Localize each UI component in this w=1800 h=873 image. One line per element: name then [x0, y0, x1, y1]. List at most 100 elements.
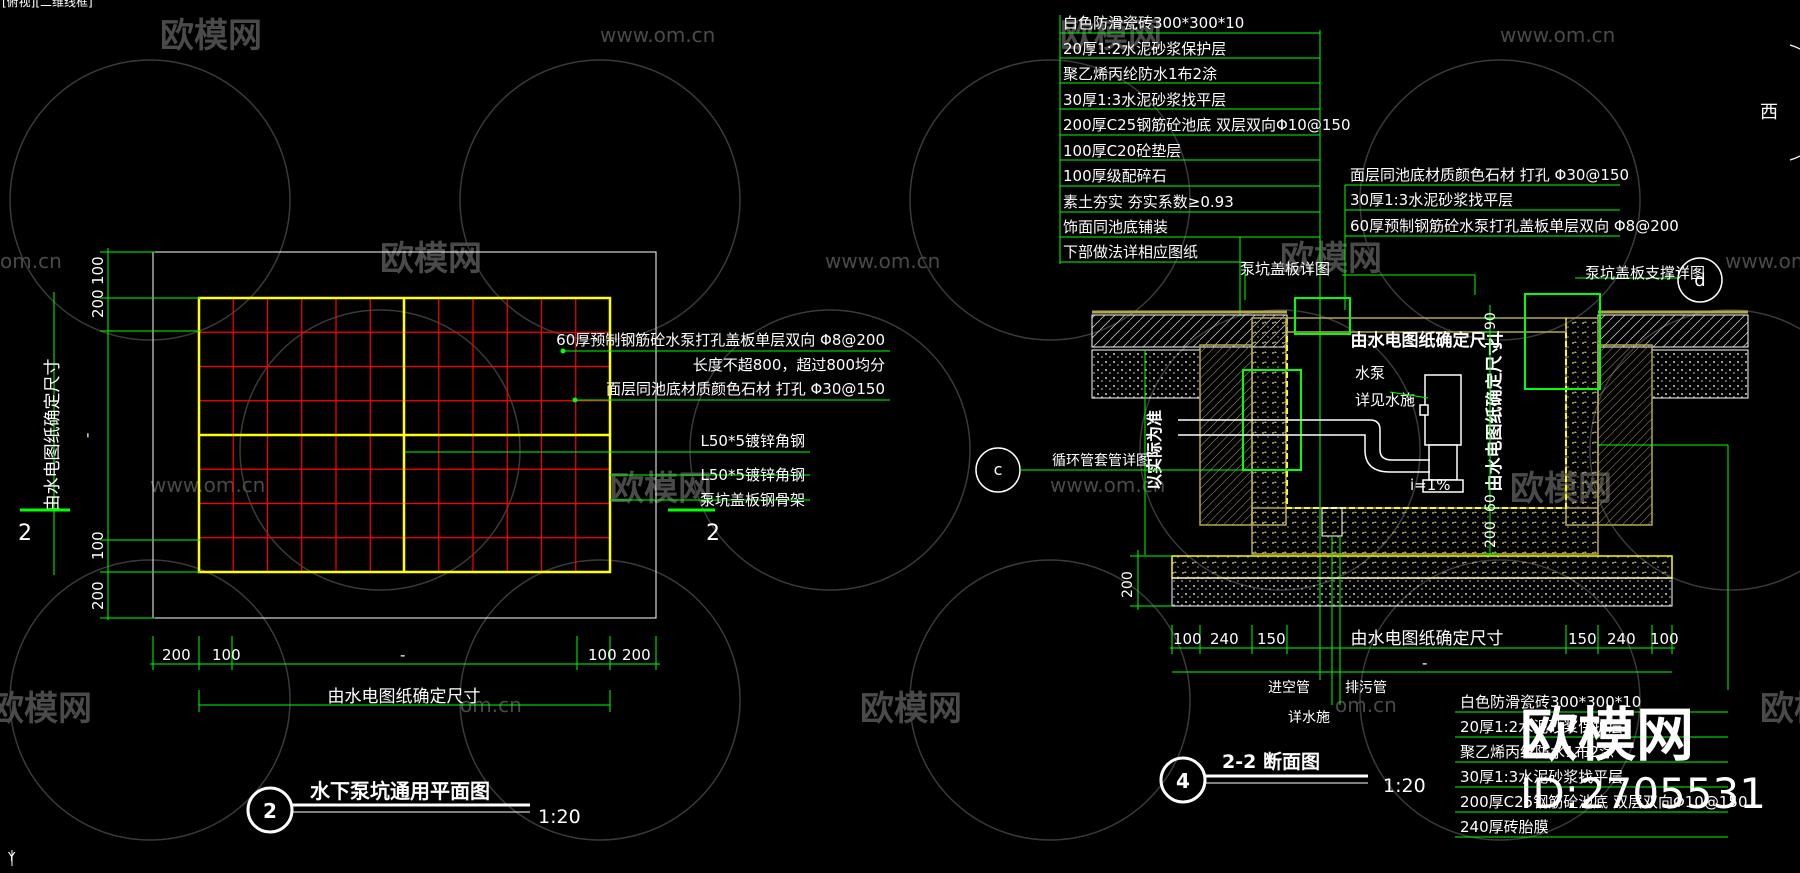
section-mark-left-label: 2	[18, 521, 32, 546]
section-detail-boxes	[1242, 293, 1601, 471]
section-left-layer-1: 白色防滑瓷砖300*300*10	[1063, 14, 1244, 32]
section-dim-bottom-6: 240	[1607, 630, 1636, 648]
watermark-circles	[9, 59, 1800, 841]
watermark-url: www.om.cn	[1050, 473, 1165, 497]
plan-title: 水下泵坑通用平面图	[310, 779, 490, 803]
section-title-circle	[1159, 756, 1207, 804]
section-dim-bottom-1: 100	[1173, 630, 1202, 648]
plan-dim-bottom-5: 200	[622, 646, 651, 664]
pipe-note-air: 进空管	[1268, 680, 1310, 696]
section-title-number: 4	[1176, 769, 1190, 793]
section-left-layer-2: 20厚1:2水泥砂浆保护层	[1063, 40, 1226, 58]
section-left-layer-5: 200厚C25钢筋砼池底 双层双向Φ10@150	[1063, 116, 1350, 134]
plan-dim-bottom-2: 100	[212, 646, 241, 664]
plan-dim-left-4: 200	[89, 581, 107, 610]
watermark-logo: 欧模网	[860, 689, 962, 729]
pipe-note: 循环管套管详图	[1052, 453, 1150, 469]
watermark-url: www.om.cn	[600, 23, 715, 47]
plan-angle-frame	[197, 296, 612, 574]
section-left-vertical: 以实际为准	[1145, 410, 1164, 490]
watermark-url: om.cn	[0, 249, 62, 273]
compass-icon	[1789, 44, 1800, 161]
section-inner-right: 由水电图纸确定尺寸	[1484, 339, 1505, 492]
section-base-layers	[1171, 555, 1673, 607]
watermark-logos: 欧模网 欧模网 欧模网 欧模网 欧模网 欧模网 欧模网 欧模网 欧模网	[0, 16, 1800, 729]
plan-leader-2: 长度不超800，超过800均分	[693, 356, 885, 374]
plan-title-number: 2	[263, 799, 277, 823]
section-dim-bottom-2: 240	[1210, 630, 1239, 648]
section-left-layer-6: 100厚C20砼垫层	[1063, 142, 1181, 160]
section-bottom-layer-3: 聚乙烯丙纶防水1布2涂	[1460, 743, 1614, 761]
section-bottom-layer-2: 20厚1:2水泥砂浆保护层	[1460, 718, 1623, 736]
slope-label: i=1%	[1410, 476, 1451, 494]
plan-dim-left-1: 100	[89, 256, 107, 285]
plan-leader-5: L50*5镀锌角钢	[701, 466, 806, 484]
section-dim-left-200: 200	[1120, 571, 1136, 598]
plan-dim-left-3: 100	[89, 531, 107, 560]
watermark-url: www.om.cn	[150, 473, 265, 497]
watermark-id: ID:2705531	[1520, 769, 1766, 818]
watermark-logo: 欧模网	[1060, 16, 1162, 56]
section-left-layer-4: 30厚1:3水泥砂浆找平层	[1063, 91, 1226, 109]
plan-leaders	[405, 350, 890, 501]
watermark-logo: 欧模网	[1280, 239, 1382, 279]
section-left-layer-7: 100厚级配碎石	[1063, 167, 1167, 185]
plan-bottom-note: 由水电图纸确定尺寸	[328, 687, 481, 707]
section-dim-right-1: 200	[1483, 521, 1499, 548]
plan-dim-bottom	[150, 636, 660, 712]
section-title: 2-2 断面图	[1222, 750, 1320, 773]
section-dim-bottom-total: -	[1422, 654, 1427, 672]
watermark-url: www.om.cn	[1725, 249, 1800, 273]
watermark-urls: www.om.cn www.om.cn www.om.cn www.om.cn …	[0, 23, 1800, 717]
section-right-callouts	[1342, 184, 1680, 310]
viewport-label[interactable]: [俯视][二维线框]	[2, 0, 93, 9]
section-left-layer-10: 下部做法详相应图纸	[1063, 243, 1198, 261]
section-dim-bottom-7: 100	[1650, 630, 1679, 648]
plan-dim-left	[100, 248, 200, 620]
watermark-logo: 欧模网	[610, 469, 712, 509]
section-dim-right-3: 90	[1483, 312, 1499, 330]
section-ground-left	[1091, 310, 1288, 399]
section-dim-bottom-3: 150	[1257, 630, 1286, 648]
plan-leader-1: 60厚预制钢筋砼水泵打孔盖板单层双向 Φ8@200	[556, 331, 885, 349]
plan-leader-3: 面层同池底材质颜色石材 打孔 Φ30@150	[606, 380, 885, 398]
watermark-url: om.cn	[1335, 693, 1397, 717]
plan-leader-4: L50*5镀锌角钢	[701, 432, 806, 450]
section-bottom-layer-5: 200厚C25钢筋砼池底 双层双向Φ10@150	[1460, 793, 1747, 811]
section-left-callouts	[1059, 15, 1321, 680]
detail-circle-c-label: c	[994, 460, 1003, 479]
axis-y-label: Y	[7, 850, 16, 864]
plan-dim-bottom-3: -	[400, 646, 405, 664]
pump-icon	[1178, 374, 1464, 493]
watermark-logo: 欧模网	[380, 239, 482, 279]
section-view[interactable]: 白色防滑瓷砖300*300*10 20厚1:2水泥砂浆保护层 聚乙烯丙纶防水1布…	[975, 14, 1749, 838]
watermark-big-logo: 欧模网	[1520, 701, 1694, 769]
watermark-layer: 欧模网 欧模网 欧模网 欧模网 欧模网 欧模网 欧模网 欧模网 欧模网 www.…	[0, 16, 1800, 841]
section-left-layer-9: 饰面同池底铺装	[1063, 218, 1168, 236]
compass-label: 西	[1760, 102, 1778, 123]
watermark-logo: 欧模网	[1760, 689, 1800, 729]
plan-view[interactable]: 100 200 100 200 - 由水电图纸确定尺寸 2 2	[18, 248, 890, 834]
watermark-logo: 欧模网	[160, 16, 262, 56]
section-bottom-layer-1: 白色防滑瓷砖300*300*10	[1460, 693, 1641, 711]
section-left-layer-3: 聚乙烯丙纶防水1布2涂	[1063, 65, 1217, 83]
plan-dim-left-mid: -	[78, 433, 96, 438]
pump-label: 水泵	[1355, 364, 1385, 382]
detail-circle-d-label: d	[1694, 270, 1705, 291]
section-support-detail: 泵坑盖板支撑详图	[1585, 264, 1705, 282]
section-inner-top: 由水电图纸确定尺寸	[1351, 330, 1504, 351]
plan-title-circle	[246, 786, 294, 834]
section-dim-right-2: 60	[1483, 494, 1499, 512]
pipe-note-ref: 详水施	[1288, 710, 1330, 726]
section-bottom-callouts	[1455, 711, 1728, 838]
section-mark-right-label: 2	[706, 521, 720, 546]
section-right-layer-3: 60厚预制钢筋砼水泵打孔盖板单层双向 Φ8@200	[1350, 217, 1679, 235]
pump-note: 详见水施	[1355, 391, 1415, 409]
section-bottom-layer-4: 30厚1:3水泥砂浆找平层	[1460, 768, 1623, 786]
plan-dim-left-2: 200	[89, 289, 107, 318]
section-cover-detail: 泵坑盖板详图	[1240, 260, 1330, 278]
section-dim-bottom-5: 150	[1568, 630, 1597, 648]
watermark-url: www.om.cn	[1500, 23, 1615, 47]
section-right-layer-1: 面层同池底材质颜色石材 打孔 Φ30@150	[1350, 166, 1629, 184]
